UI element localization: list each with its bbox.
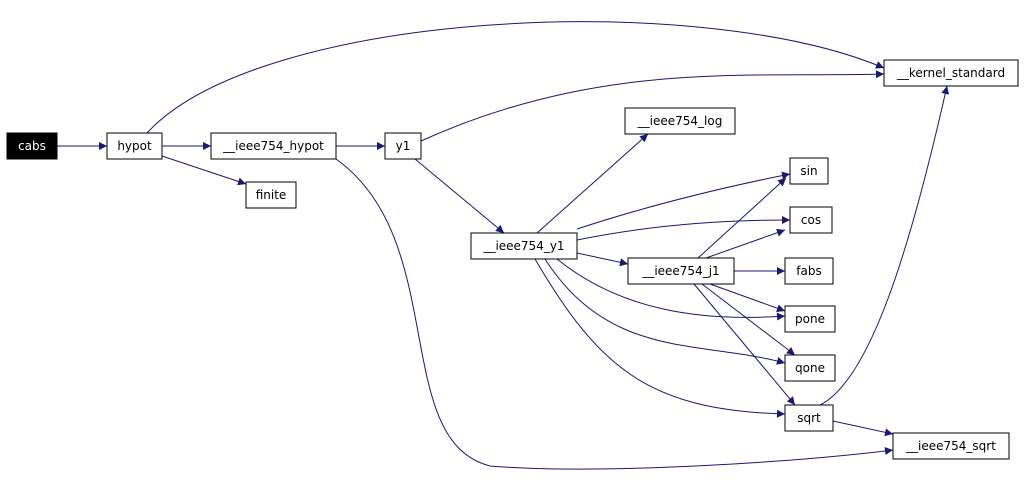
- edge-ieee754-y1-to-sin: [576, 171, 791, 230]
- node-finite[interactable]: finite: [245, 181, 297, 209]
- node-box[interactable]: [627, 257, 735, 285]
- node-label: cos: [801, 213, 821, 227]
- node-label: __ieee754_y1: [482, 239, 564, 253]
- node-box[interactable]: [789, 157, 829, 185]
- node-ieee754-sqrt[interactable]: __ieee754_sqrt: [892, 432, 1010, 460]
- edge-ieee754-j1-to-pone: [709, 283, 786, 313]
- node-hypot[interactable]: hypot: [106, 132, 163, 160]
- node-fabs[interactable]: fabs: [784, 257, 834, 285]
- node-box[interactable]: [210, 132, 337, 160]
- node-ieee754-j1[interactable]: __ieee754_j1: [627, 257, 735, 285]
- node-box[interactable]: [6, 132, 58, 160]
- node-box[interactable]: [784, 257, 834, 285]
- node-label: __kernel_standard: [896, 66, 1005, 80]
- node-y1[interactable]: y1: [384, 132, 422, 160]
- edge-ieee754-j1-to-sqrt: [693, 283, 796, 406]
- node-label: __ieee754_hypot: [222, 139, 324, 153]
- node-box[interactable]: [384, 132, 422, 160]
- node-label: finite: [256, 188, 287, 202]
- node-pone[interactable]: pone: [784, 305, 836, 333]
- node-box[interactable]: [624, 107, 736, 135]
- edge-ieee754-y1-to-qone: [544, 258, 786, 365]
- node-kernel-standard[interactable]: __kernel_standard: [883, 59, 1019, 87]
- node-label: cabs: [18, 139, 46, 153]
- node-label: y1: [396, 139, 411, 153]
- node-box[interactable]: [470, 232, 578, 260]
- node-box[interactable]: [789, 206, 833, 234]
- node-cos[interactable]: cos: [789, 206, 833, 234]
- edge-sqrt-to-kernel-standard: [819, 85, 950, 406]
- node-ieee754-y1[interactable]: __ieee754_y1: [470, 232, 578, 260]
- node-box[interactable]: [784, 305, 836, 333]
- node-box[interactable]: [245, 181, 297, 209]
- edges-layer: [57, 21, 950, 470]
- edge-y1-to-ieee754-y1: [414, 158, 505, 234]
- node-label: pone: [795, 312, 825, 326]
- node-label: __ieee754_log: [637, 114, 723, 128]
- edge-hypot-to-finite: [161, 155, 247, 186]
- node-ieee754-log[interactable]: __ieee754_log: [624, 107, 736, 135]
- edge-y1-to-kernel-standard: [420, 70, 885, 142]
- node-box[interactable]: [784, 404, 834, 432]
- edge-hypot-to-kernel-standard: [146, 21, 885, 134]
- node-label: sqrt: [797, 411, 821, 425]
- node-qone[interactable]: qone: [784, 354, 836, 382]
- node-label: __ieee754_sqrt: [905, 439, 996, 453]
- edge-ieee754-y1-to-pone: [556, 258, 786, 321]
- node-label: __ieee754_j1: [641, 264, 719, 278]
- node-sqrt[interactable]: sqrt: [784, 404, 834, 432]
- node-sin[interactable]: sin: [789, 157, 829, 185]
- edge-ieee754-j1-to-cos: [705, 228, 786, 259]
- edge-sqrt-to-ieee754-sqrt: [832, 420, 894, 437]
- edge-ieee754-y1-to-cos: [576, 216, 791, 241]
- node-box[interactable]: [106, 132, 163, 160]
- node-label: sin: [800, 164, 817, 178]
- node-label: hypot: [117, 139, 152, 153]
- node-ieee754-hypot[interactable]: __ieee754_hypot: [210, 132, 337, 160]
- node-label: qone: [795, 361, 825, 375]
- node-box[interactable]: [883, 59, 1019, 87]
- edge-ieee754-j1-to-qone: [701, 283, 796, 356]
- edge-ieee754-hypot-to-ieee754-sqrt: [335, 158, 894, 470]
- edge-ieee754-y1-to-ieee754-log: [536, 133, 649, 234]
- node-box[interactable]: [784, 354, 836, 382]
- node-cabs[interactable]: cabs: [6, 132, 58, 160]
- edge-ieee754-j1-to-sin: [697, 177, 787, 259]
- edge-ieee754-y1-to-sqrt: [534, 258, 786, 418]
- node-label: fabs: [796, 264, 821, 278]
- node-box[interactable]: [892, 432, 1010, 460]
- edge-ieee754-y1-to-ieee754-j1: [576, 252, 629, 267]
